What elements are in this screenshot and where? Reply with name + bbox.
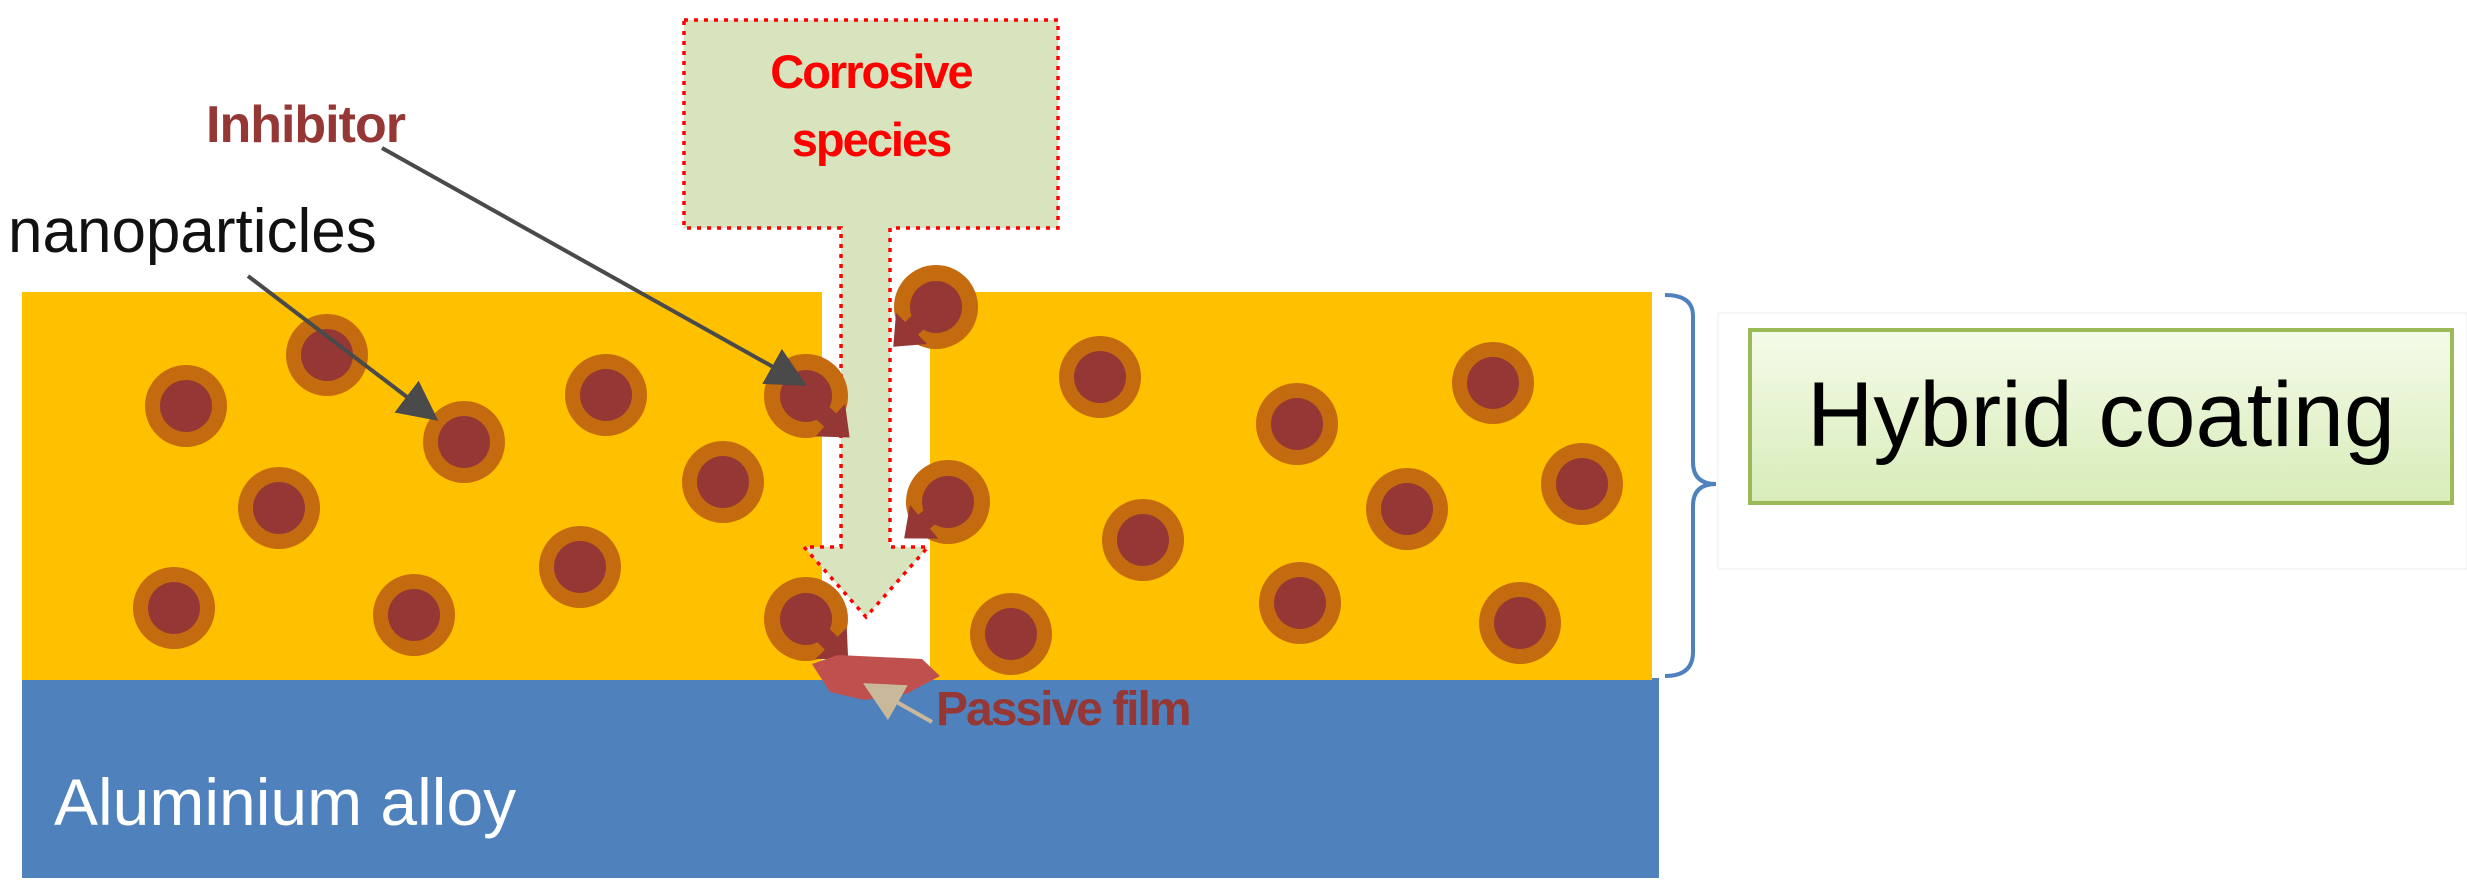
nanoparticles-pointer-arrow xyxy=(246,274,439,421)
inhibitor-pointer-arrow xyxy=(381,146,807,386)
nanoparticle xyxy=(1541,443,1623,525)
coating-thickness-bracket xyxy=(1664,293,1717,678)
nanoparticle xyxy=(682,441,764,523)
passive-film xyxy=(812,655,940,700)
substrate-label: Aluminium alloy xyxy=(54,765,516,839)
nanoparticle xyxy=(1059,336,1141,418)
nanoparticle xyxy=(1256,383,1338,465)
release-arrow xyxy=(904,498,950,539)
nanoparticle xyxy=(970,593,1052,675)
nanoparticle xyxy=(286,314,368,396)
passive-film-label: Passive film xyxy=(936,683,1190,736)
nanoparticle xyxy=(539,526,621,608)
hybrid-coating-label-box xyxy=(1748,328,2454,505)
release-arrow xyxy=(893,303,937,347)
aluminium-substrate xyxy=(22,678,1659,878)
nanoparticle xyxy=(373,574,455,656)
passive-film-pointer-arrow xyxy=(863,683,933,724)
release-arrow xyxy=(801,393,850,438)
nanoparticle xyxy=(238,467,320,549)
nanoparticle xyxy=(1366,468,1448,550)
release-arrow xyxy=(803,615,849,661)
hybrid-coating-label: Hybrid coating xyxy=(1807,364,2395,466)
corrosive-species-label-line1: Corrosive xyxy=(770,45,972,98)
nanoparticle xyxy=(145,365,227,447)
inhibitor-release-arrows xyxy=(801,303,950,661)
inhibitor-label: Inhibitor xyxy=(206,96,406,154)
nanoparticles-label: nanoparticles xyxy=(8,197,377,266)
nanoparticle xyxy=(423,401,505,483)
nanoparticle xyxy=(1102,499,1184,581)
nanoparticle xyxy=(1259,562,1341,644)
corrosive-species-label-line2: species xyxy=(792,113,951,166)
nanoparticles-group xyxy=(133,314,1623,675)
nanoparticle xyxy=(1452,342,1534,424)
nanoparticle xyxy=(565,354,647,436)
nanoparticle xyxy=(133,567,215,649)
corrosive-species-callout xyxy=(682,18,1060,620)
nanoparticle xyxy=(1479,582,1561,664)
